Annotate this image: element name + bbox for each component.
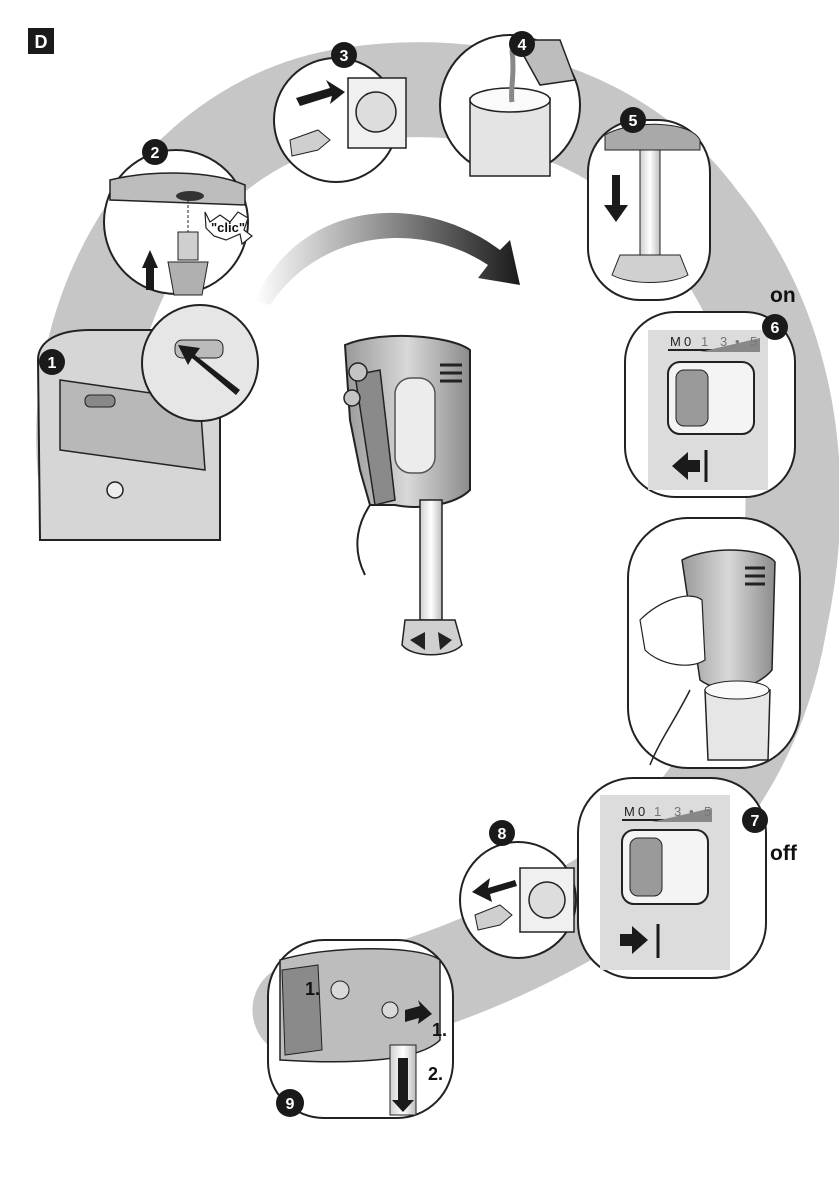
step-1-panel: 1 — [36, 304, 259, 541]
hand-blender-illustration — [343, 334, 471, 656]
step-2-number: 2 — [151, 145, 160, 162]
step-6-panel: on M 0 1 3 • 5 6 — [624, 284, 796, 498]
step-6-on-label: on — [770, 284, 796, 307]
step-6-scale-5: 5 — [750, 334, 757, 349]
step-6-number: 6 — [771, 320, 780, 337]
step-9-sub-step-1a: 1. — [305, 979, 320, 999]
step-7-scale-1: 1 — [654, 804, 661, 819]
step-6-scale-0: 0 — [684, 334, 691, 349]
step-9-panel: 1. 1. 2. 9 — [267, 939, 454, 1119]
step-1-number: 1 — [48, 355, 57, 372]
step-7-panel: M 0 1 3 • 5 7 off — [577, 777, 798, 979]
step-6-scale-dot: • — [735, 334, 740, 349]
step-7-scale-0: 0 — [638, 804, 645, 819]
step-4-panel: 4 — [439, 31, 581, 177]
step-4-number: 4 — [518, 37, 527, 54]
step-7-number: 7 — [751, 813, 760, 830]
step-5-panel: 5 — [587, 107, 711, 301]
step-3-panel: 3 — [273, 42, 407, 183]
step-7-scale-dot: • — [689, 804, 694, 819]
step-9-sub-step-2: 2. — [428, 1064, 443, 1084]
step-5-number: 5 — [629, 113, 638, 130]
step-9-number: 9 — [286, 1096, 295, 1113]
section-letter-box: D — [28, 28, 54, 54]
operating-view-panel — [627, 517, 801, 769]
step-6-scale-m: M — [670, 334, 681, 349]
step-6-scale-1: 1 — [701, 334, 708, 349]
step-7-scale-m: M — [624, 804, 635, 819]
step-8-number: 8 — [498, 826, 507, 843]
step-7-scale-5: 5 — [704, 804, 711, 819]
step-9-sub-step-1b: 1. — [432, 1020, 447, 1040]
rotation-arrow — [255, 212, 520, 305]
step-7-off-label: off — [770, 842, 798, 865]
step-2-clic-callout: "clic" — [211, 220, 245, 235]
step-3-number: 3 — [340, 48, 349, 65]
step-8-panel: 8 — [459, 820, 577, 959]
step-2-panel: "clic" 2 — [103, 139, 253, 296]
step-7-scale-3: 3 — [674, 804, 681, 819]
section-letter: D — [35, 32, 48, 52]
step-6-scale-3: 3 — [720, 334, 727, 349]
